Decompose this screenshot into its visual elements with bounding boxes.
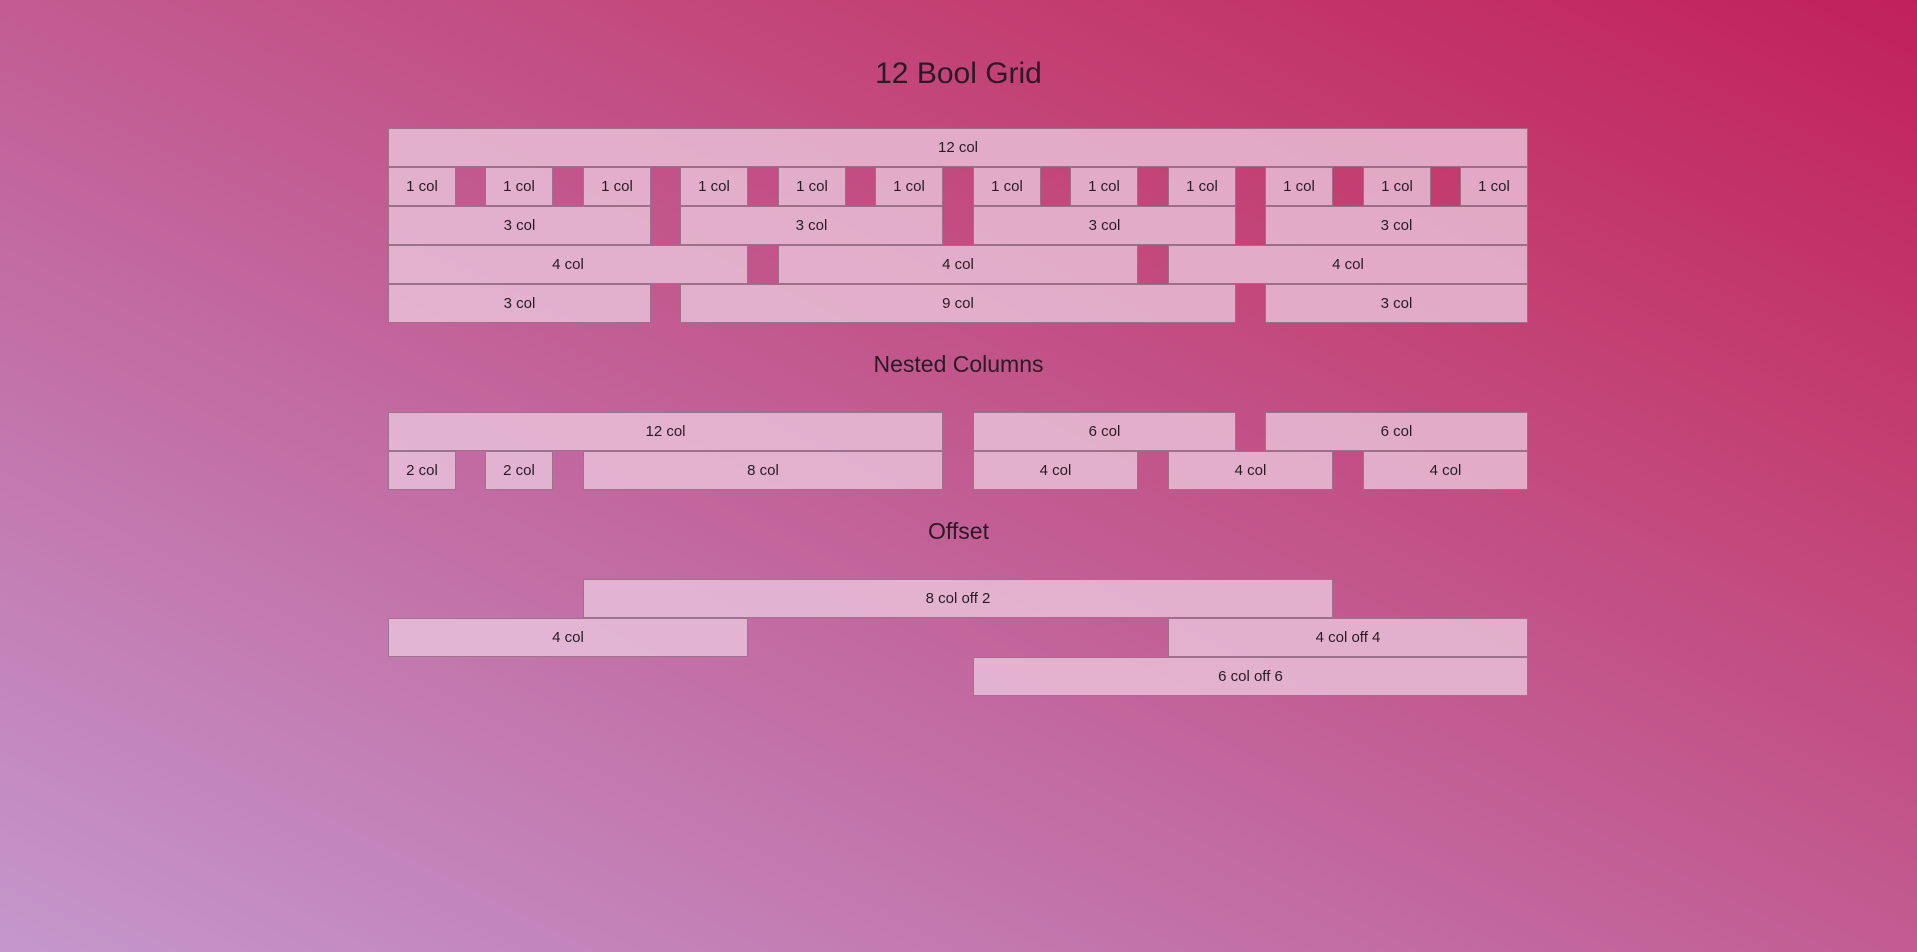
nested-cell: 4 col bbox=[1168, 451, 1333, 490]
grid-cell: 1 col bbox=[583, 167, 651, 206]
grid-cell: 3 col bbox=[388, 284, 651, 323]
offset-cell: 8 col off 2 bbox=[583, 579, 1333, 618]
page-title: 12 Bool Grid bbox=[875, 57, 1042, 90]
nested-cell: 12 col bbox=[388, 412, 943, 451]
grid-row-2: 1 col 1 col 1 col 1 col 1 col 1 col 1 co… bbox=[388, 167, 1528, 206]
grid-cell: 1 col bbox=[388, 167, 456, 206]
nested-cell: 2 col bbox=[485, 451, 553, 490]
grid-row-4: 4 col 4 col 4 col bbox=[388, 245, 1528, 284]
grid-cell: 1 col bbox=[1363, 167, 1431, 206]
grid-cell: 4 col bbox=[1168, 245, 1528, 284]
grid-cell: 9 col bbox=[680, 284, 1236, 323]
grid-cell: 12 col bbox=[388, 128, 1528, 167]
grid-cell: 1 col bbox=[973, 167, 1041, 206]
grid-cell: 3 col bbox=[680, 206, 943, 245]
grid-cell: 1 col bbox=[485, 167, 553, 206]
grid-cell: 4 col bbox=[778, 245, 1138, 284]
grid-cell: 1 col bbox=[875, 167, 943, 206]
grid-cell: 1 col bbox=[1265, 167, 1333, 206]
grid-row-5: 3 col 9 col 3 col bbox=[388, 284, 1528, 323]
grid-row-1: 12 col bbox=[388, 128, 1528, 167]
grid-cell: 1 col bbox=[1460, 167, 1528, 206]
offset-row-3: 6 col off 6 bbox=[388, 657, 1528, 696]
grid-cell: 1 col bbox=[680, 167, 748, 206]
nested-cell: 4 col bbox=[1363, 451, 1528, 490]
offset-row-1: 8 col off 2 bbox=[388, 579, 1528, 618]
offset-row-2: 4 col 4 col off 4 bbox=[388, 618, 1528, 657]
section-title-offset: Offset bbox=[928, 518, 989, 544]
offset-cell: 4 col off 4 bbox=[1168, 618, 1528, 657]
grid-cell: 3 col bbox=[973, 206, 1236, 245]
grid-cell: 3 col bbox=[1265, 284, 1528, 323]
nested-cell: 2 col bbox=[388, 451, 456, 490]
nested-cell: 4 col bbox=[973, 451, 1138, 490]
grid-cell: 3 col bbox=[1265, 206, 1528, 245]
nested-cell: 8 col bbox=[583, 451, 943, 490]
grid-row-3: 3 col 3 col 3 col 3 col bbox=[388, 206, 1528, 245]
nested-row-1: 12 col 6 col 6 col bbox=[388, 412, 1528, 451]
grid-cell: 1 col bbox=[1168, 167, 1236, 206]
nested-cell: 6 col bbox=[1265, 412, 1528, 451]
grid-cell: 3 col bbox=[388, 206, 651, 245]
offset-cell: 6 col off 6 bbox=[973, 657, 1528, 696]
offset-cell: 4 col bbox=[388, 618, 748, 657]
nested-row-2: 2 col 2 col 8 col 4 col 4 col 4 col bbox=[388, 451, 1528, 490]
nested-cell: 6 col bbox=[973, 412, 1236, 451]
grid-cell: 1 col bbox=[1070, 167, 1138, 206]
section-title-nested: Nested Columns bbox=[873, 351, 1044, 377]
grid-cell: 4 col bbox=[388, 245, 748, 284]
grid-cell: 1 col bbox=[778, 167, 846, 206]
